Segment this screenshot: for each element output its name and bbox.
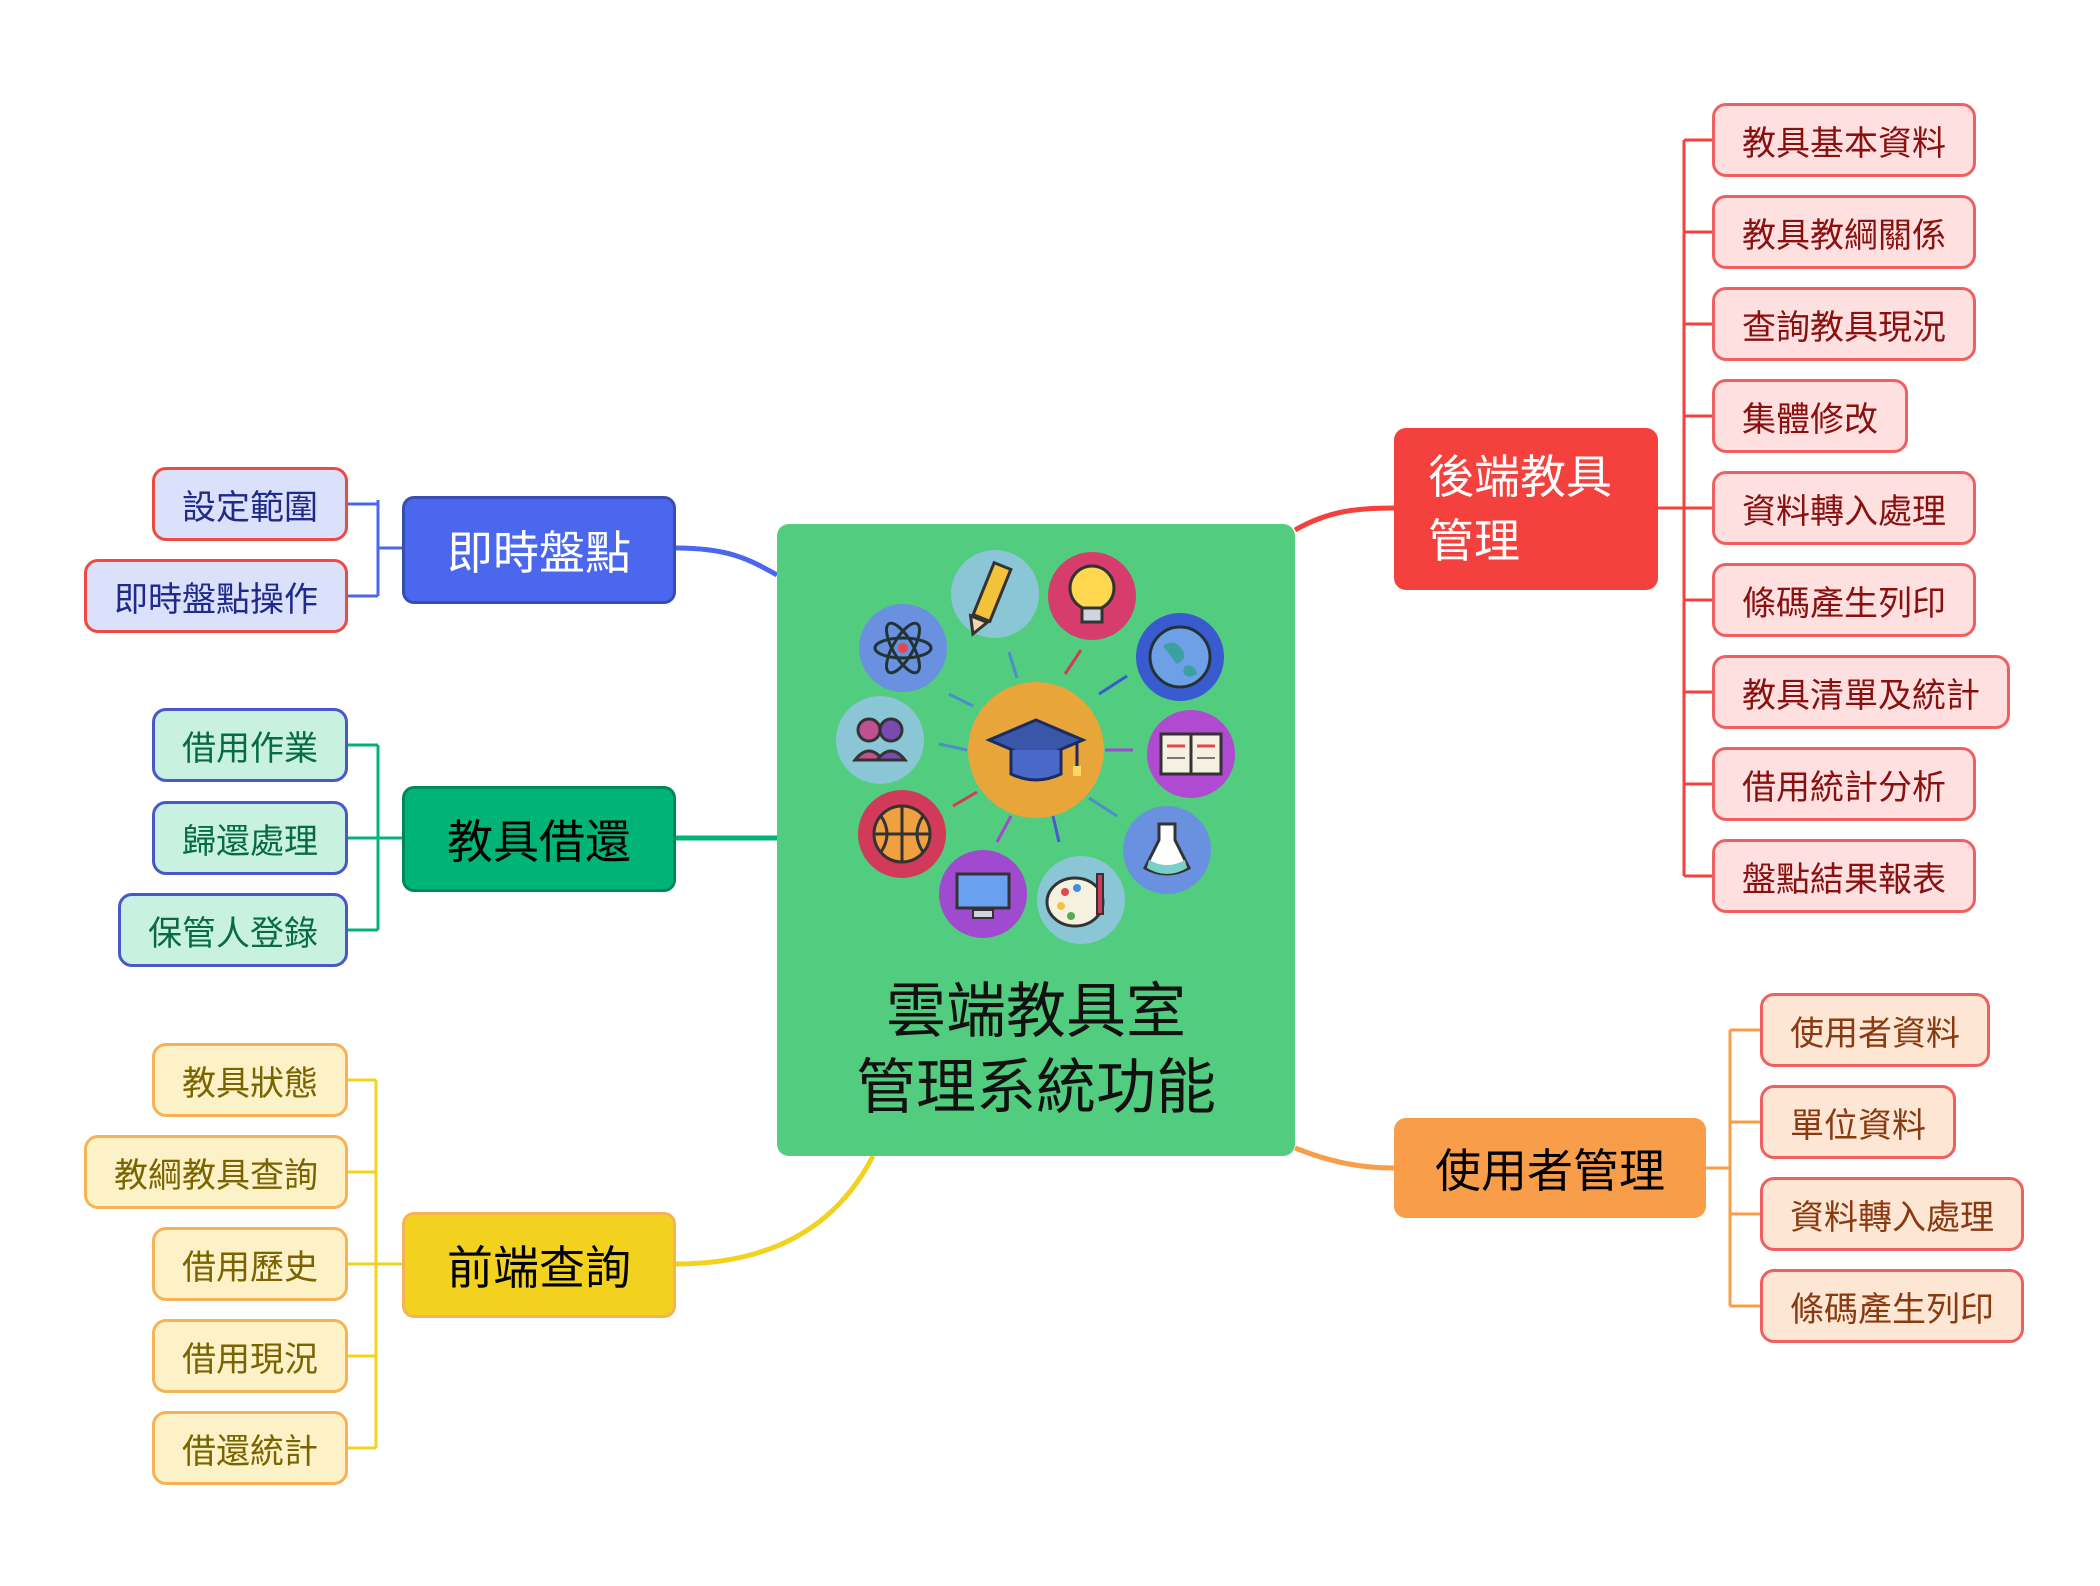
connector-inventory xyxy=(675,545,779,578)
query-leaf-1[interactable]: 教具狀態 xyxy=(152,1043,348,1117)
users-leaf-2[interactable]: 單位資料 xyxy=(1760,1085,1956,1159)
users-leaf-4[interactable]: 條碼產生列印 xyxy=(1760,1269,2024,1343)
pencil-icon xyxy=(951,550,1039,638)
book-icon xyxy=(1147,710,1235,798)
branch-users[interactable]: 使用者管理 xyxy=(1394,1118,1706,1218)
backend-leaf-9[interactable]: 盤點結果報表 xyxy=(1712,839,1976,913)
basketball-icon xyxy=(858,790,946,878)
borrow-leaf-3[interactable]: 保管人登錄 xyxy=(118,893,348,967)
branch-borrow[interactable]: 教具借還 xyxy=(402,786,676,892)
backend-leaf-7[interactable]: 教具清單及統計 xyxy=(1712,655,2010,729)
connector-users-leaves xyxy=(1706,1028,1760,1308)
connector-backend xyxy=(1293,505,1395,533)
backend-leaf-2[interactable]: 教具教綱關係 xyxy=(1712,195,1976,269)
branch-backend-line1: 後端教具 xyxy=(1428,450,1612,504)
backend-leaf-1[interactable]: 教具基本資料 xyxy=(1712,103,1976,177)
backend-leaf-8[interactable]: 借用統計分析 xyxy=(1712,747,1976,821)
query-leaf-5[interactable]: 借還統計 xyxy=(152,1411,348,1485)
connector-query-leaves xyxy=(348,1078,402,1450)
connector-borrow-leaves xyxy=(348,743,402,932)
connector-users xyxy=(1294,1145,1395,1171)
connector-backend-leaves xyxy=(1658,138,1712,878)
borrow-leaf-2[interactable]: 歸還處理 xyxy=(152,801,348,875)
backend-leaf-3[interactable]: 查詢教具現況 xyxy=(1712,287,1976,361)
branch-inventory[interactable]: 即時盤點 xyxy=(402,496,676,604)
center-topic[interactable]: 雲端教具室 管理系統功能 xyxy=(777,524,1295,1156)
center-title-line1: 雲端教具室 xyxy=(886,977,1186,1047)
center-title-line2: 管理系統功能 xyxy=(856,1053,1216,1123)
inventory-leaf-1[interactable]: 設定範圍 xyxy=(152,467,348,541)
flask-icon xyxy=(1123,806,1211,894)
branch-backend-line2: 管理 xyxy=(1428,514,1520,568)
backend-leaf-6[interactable]: 條碼產生列印 xyxy=(1712,563,1976,637)
borrow-leaf-1[interactable]: 借用作業 xyxy=(152,708,348,782)
branch-backend[interactable]: 後端教具 管理 xyxy=(1394,428,1658,590)
graduation-cap-icon xyxy=(968,682,1104,818)
connector-inventory-leaves xyxy=(348,500,402,598)
users-leaf-3[interactable]: 資料轉入處理 xyxy=(1760,1177,2024,1251)
palette-icon xyxy=(1037,856,1125,944)
query-leaf-4[interactable]: 借用現況 xyxy=(152,1319,348,1393)
query-leaf-3[interactable]: 借用歷史 xyxy=(152,1227,348,1301)
globe-icon xyxy=(1136,613,1224,701)
people-icon xyxy=(836,696,924,784)
atom-icon xyxy=(859,604,947,692)
backend-leaf-5[interactable]: 資料轉入處理 xyxy=(1712,471,1976,545)
backend-leaf-4[interactable]: 集體修改 xyxy=(1712,379,1908,453)
monitor-icon xyxy=(939,850,1027,938)
inventory-leaf-2[interactable]: 即時盤點操作 xyxy=(84,559,348,633)
center-title: 雲端教具室 管理系統功能 xyxy=(777,974,1295,1126)
branch-query[interactable]: 前端查詢 xyxy=(402,1212,676,1318)
connector-query xyxy=(675,1154,876,1267)
education-icon-cluster xyxy=(836,550,1235,944)
users-leaf-1[interactable]: 使用者資料 xyxy=(1760,993,1990,1067)
lightbulb-icon xyxy=(1048,552,1136,640)
connector-lines xyxy=(348,138,1760,1450)
query-leaf-2[interactable]: 教綱教具查詢 xyxy=(84,1135,348,1209)
